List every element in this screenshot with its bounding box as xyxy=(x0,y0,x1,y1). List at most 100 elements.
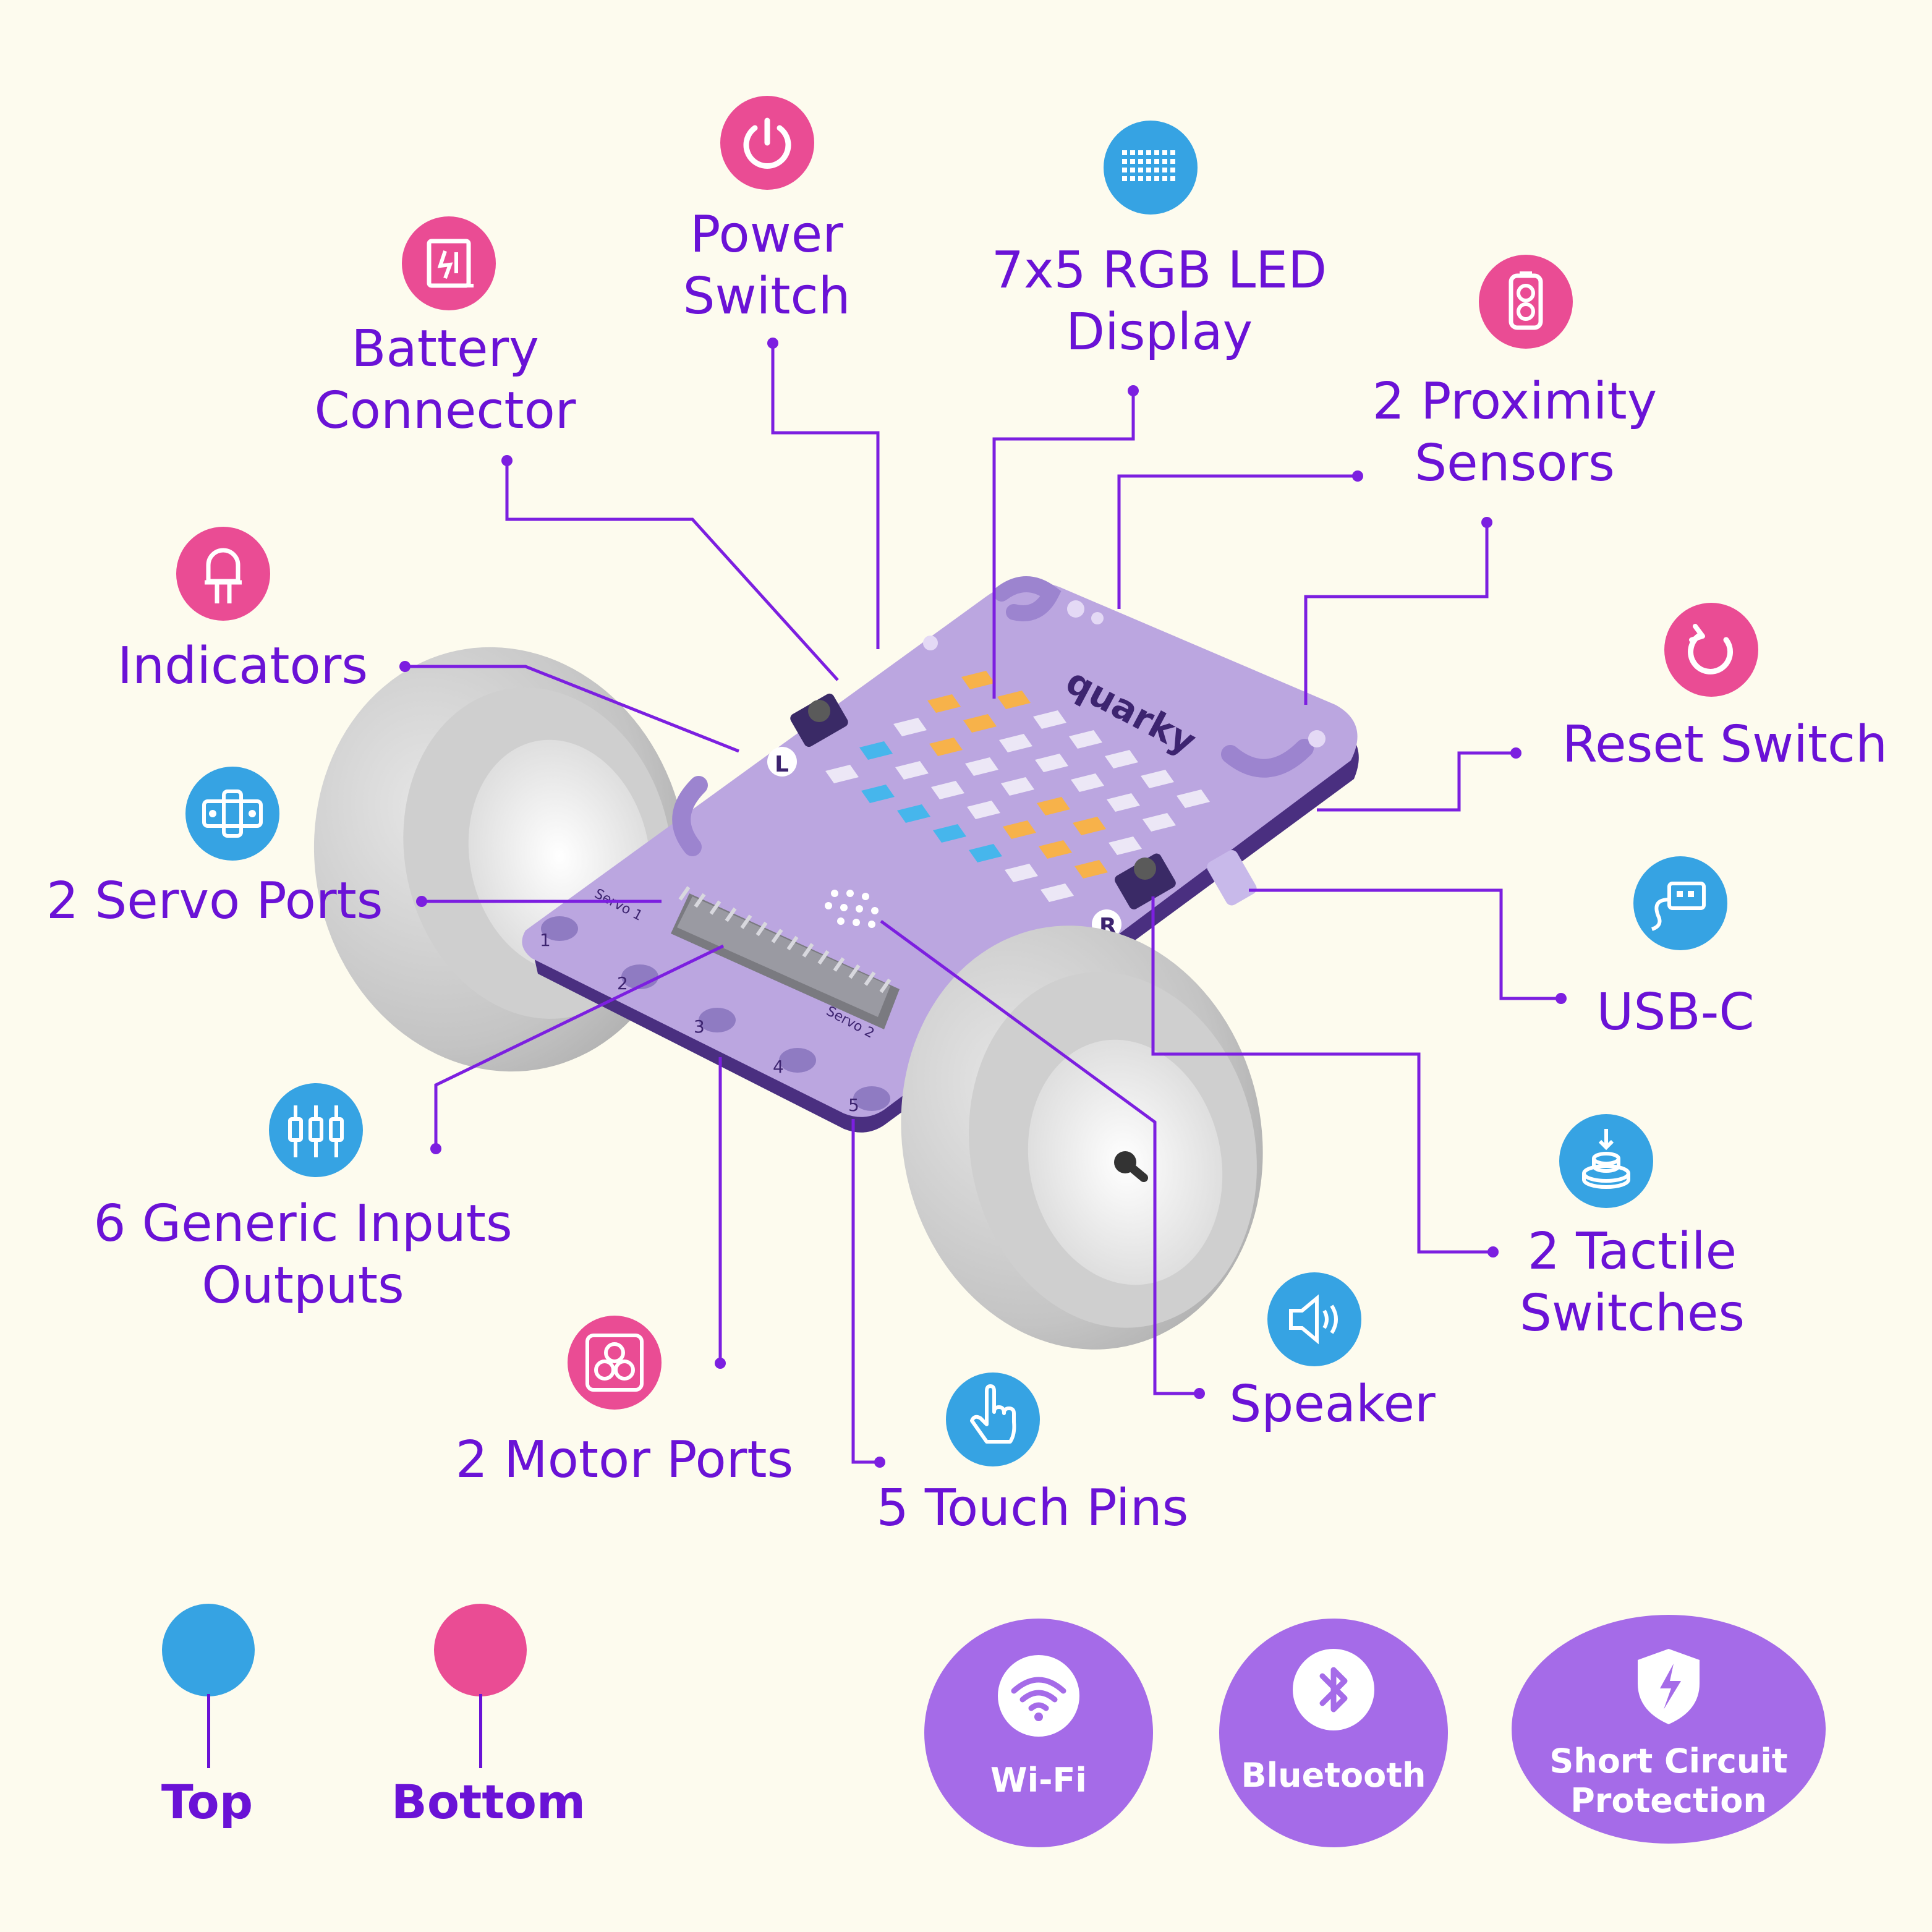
led-icon-dot xyxy=(1170,176,1175,181)
led-indicator-icon xyxy=(176,527,270,621)
header-pins xyxy=(678,886,892,994)
header-pin xyxy=(848,964,861,979)
reset-icon xyxy=(1664,603,1758,697)
leader-usb xyxy=(1249,888,1561,1000)
led-pixel xyxy=(1069,730,1102,749)
header-pin xyxy=(802,943,814,958)
led-pixel xyxy=(1109,836,1142,855)
led-icon-dot xyxy=(1162,168,1167,172)
header-pin xyxy=(725,907,737,922)
led-icon-dot xyxy=(1170,150,1175,155)
leader-dots xyxy=(399,338,1567,1468)
led-pixel xyxy=(961,671,995,689)
led-icon-dot xyxy=(1122,150,1127,155)
led-pixel xyxy=(1035,754,1068,772)
legend-bottom-stem xyxy=(479,1694,482,1768)
short-circuit-badge: Short Circuit Protection xyxy=(1512,1615,1826,1844)
bluetooth-icon xyxy=(1293,1649,1374,1730)
leader-reset xyxy=(1317,751,1516,812)
header-pin xyxy=(771,929,783,943)
led-pixel xyxy=(1141,770,1174,788)
led-grid-icon xyxy=(1104,121,1198,215)
led-pixel xyxy=(933,824,966,843)
led-matrix xyxy=(825,671,1210,902)
pad-1: 1 xyxy=(540,930,551,950)
led-pixel xyxy=(963,714,997,733)
led-icon-dot xyxy=(1122,168,1127,172)
wifi-label: Wi-Fi xyxy=(990,1761,1087,1800)
touch-pads: 1 2 3 4 5 xyxy=(540,916,890,1115)
header-pin xyxy=(709,900,721,915)
servo-icon xyxy=(185,767,279,861)
led-icon-dot xyxy=(1162,159,1167,164)
power-switch-part xyxy=(790,693,848,747)
leader-touch xyxy=(851,1119,880,1464)
led-icon-dot xyxy=(1130,168,1135,172)
pad-4: 4 xyxy=(773,1057,784,1077)
led-icon-dot xyxy=(1138,168,1143,172)
led-pixel xyxy=(895,761,929,780)
io-pins-icon xyxy=(269,1083,363,1177)
usb-icon xyxy=(1633,856,1727,950)
led-icon-dot xyxy=(1130,159,1135,164)
led-icon-dot xyxy=(1130,176,1135,181)
led-pixel xyxy=(1003,820,1036,839)
led-pixel xyxy=(931,781,964,799)
led-pixel xyxy=(825,765,859,783)
header-pin xyxy=(755,921,768,937)
quarky-board xyxy=(522,581,1358,1117)
pad-5: 5 xyxy=(848,1095,859,1115)
led-icon-dot xyxy=(1122,176,1127,181)
header-pin xyxy=(786,935,799,951)
bluetooth-badge: Bluetooth xyxy=(1219,1619,1448,1847)
label-servo-ports: 2 Servo Ports xyxy=(46,872,383,930)
right-wheel xyxy=(901,926,1263,1350)
label-usb-c: USB-C xyxy=(1596,983,1755,1042)
led-pixel xyxy=(1177,789,1210,808)
mark-l: L xyxy=(775,752,789,777)
header-pin xyxy=(864,971,876,986)
pad-3: 3 xyxy=(694,1016,705,1037)
header-pin xyxy=(694,893,706,908)
led-icon-dot xyxy=(1130,150,1135,155)
led-pixel xyxy=(1075,860,1108,879)
led-pixel xyxy=(1033,710,1066,729)
led-pixel xyxy=(1105,750,1138,768)
led-pixel xyxy=(1143,813,1176,832)
led-icon-dot xyxy=(1138,176,1143,181)
legend-bottom-dot xyxy=(434,1604,527,1696)
led-pixel xyxy=(859,741,893,760)
led-pixel xyxy=(1040,883,1074,902)
led-pixel xyxy=(1005,864,1038,882)
label-indicators: Indicators xyxy=(117,637,368,696)
led-pixel xyxy=(897,804,930,823)
label-reset-switch: Reset Switch xyxy=(1562,715,1888,774)
led-pixel xyxy=(965,757,998,776)
led-icon-dot xyxy=(1162,176,1167,181)
tactile-switch-icon xyxy=(1559,1114,1653,1208)
led-pixel xyxy=(1039,840,1072,859)
motor-fan-icon xyxy=(568,1316,662,1410)
legend-bottom-label: Bottom xyxy=(391,1774,586,1829)
led-icon-dot xyxy=(1154,150,1159,155)
leader-tactile xyxy=(1151,896,1493,1254)
led-pixel xyxy=(969,844,1002,862)
led-pixel xyxy=(997,691,1031,709)
leader-indicators xyxy=(405,665,739,753)
leader-battery xyxy=(505,461,839,681)
leader-power xyxy=(771,343,880,649)
led-pixel xyxy=(893,718,927,736)
led-pixel xyxy=(1107,793,1140,812)
led-icon-dot xyxy=(1154,168,1159,172)
label-touch-pins: 5 Touch Pins xyxy=(876,1479,1189,1538)
led-icon-dot xyxy=(1146,176,1151,181)
led-pixel xyxy=(1073,817,1106,835)
led-icon-dot xyxy=(1146,159,1151,164)
wifi-badge: Wi-Fi xyxy=(924,1619,1153,1847)
touch-hand-icon xyxy=(946,1372,1040,1466)
